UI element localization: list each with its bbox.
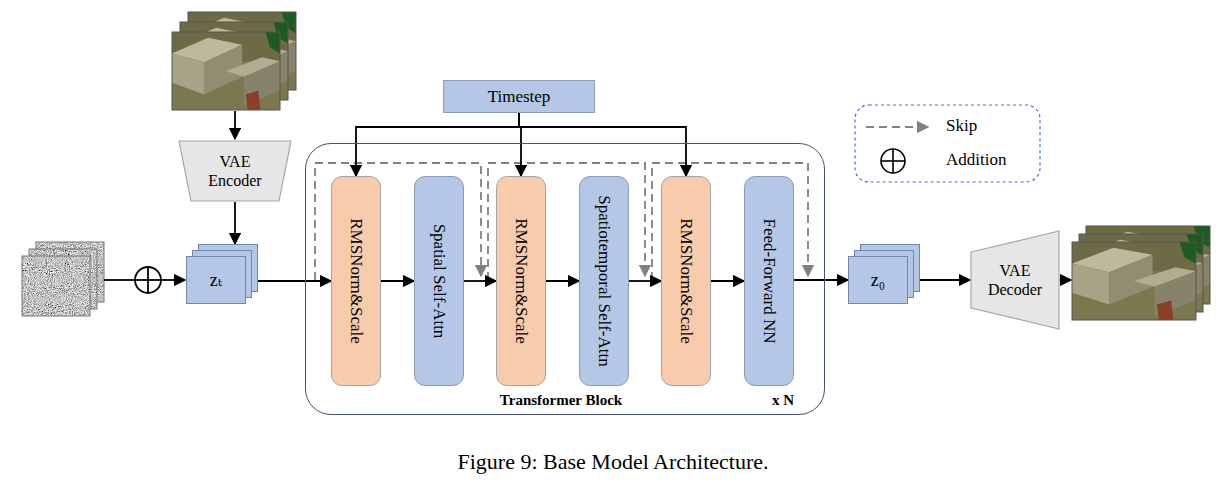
legend-addition-sample <box>881 149 905 173</box>
input-frames <box>172 12 296 110</box>
connector <box>546 280 579 282</box>
decoder-to-frames <box>1060 279 1071 281</box>
attention-box: Spatial Self-Attn <box>414 176 464 386</box>
trapezoid-shape <box>179 141 291 201</box>
norm-box: RMSNorm&Scale <box>331 176 381 386</box>
connector <box>381 280 414 282</box>
legend-text: Addition <box>946 150 1006 170</box>
connector <box>356 113 519 176</box>
frames-to-encoder <box>234 111 236 139</box>
connector <box>464 280 496 282</box>
node-label: Feed-Forward NN <box>759 218 779 343</box>
latent-stack: zₜ <box>186 244 258 304</box>
norm-box: RMSNorm&Scale <box>661 176 711 386</box>
node-label: Timestep <box>488 87 551 107</box>
vae-encoder: VAE Encoder <box>178 140 292 202</box>
legend-skip-sample <box>866 126 928 128</box>
trapezoid-outline <box>178 140 292 202</box>
noise-frames <box>22 242 104 316</box>
skip-connections <box>315 163 808 280</box>
figure-caption: Figure 9: Base Model Architecture. <box>0 449 1226 475</box>
node-label: RMSNorm&Scale <box>676 218 696 344</box>
node-label: Spatial Self-Attn <box>429 224 449 339</box>
output-frames <box>1072 226 1210 320</box>
connector <box>711 280 744 282</box>
vae-decoder: VAE Decoder <box>970 230 1060 330</box>
addition-to-latent <box>161 279 185 281</box>
noise-line <box>104 279 135 281</box>
node-label: z₀ <box>871 270 885 291</box>
trapezoid-outline <box>970 230 1060 330</box>
block-label: x N <box>772 392 794 409</box>
node-label: Spatiotemporal Self-Attn <box>594 195 614 366</box>
attention-box: Spatiotemporal Self-Attn <box>579 176 629 386</box>
legend-text: Skip <box>946 116 977 136</box>
connector <box>519 113 686 176</box>
feedforward-box: Feed-Forward NN <box>744 176 794 386</box>
addition-symbol <box>135 267 161 293</box>
connector <box>629 280 661 282</box>
connector <box>234 202 236 244</box>
node-label: VAE Encoder <box>199 152 271 190</box>
node-label: VAE Decoder <box>980 261 1050 299</box>
connector <box>258 280 331 282</box>
latent-frame <box>187 257 246 304</box>
latent-frame <box>849 257 908 304</box>
node-label: RMSNorm&Scale <box>511 218 531 344</box>
transformer-block: Transformer Blockx N RMSNorm&Scale Spatial… <box>305 143 825 415</box>
latent-face: z₀ <box>848 256 908 304</box>
block-label: Transformer Block <box>306 392 816 409</box>
connector <box>920 279 970 281</box>
node-label: zₜ <box>210 269 222 291</box>
latent-face: zₜ <box>186 256 246 304</box>
trapezoid-shape <box>971 231 1059 329</box>
norm-box: RMSNorm&Scale <box>496 176 546 386</box>
latent-stack: z₀ <box>848 244 920 304</box>
timestep-box: Timestep <box>443 80 595 113</box>
connector <box>794 279 848 281</box>
node-label: RMSNorm&Scale <box>346 218 366 344</box>
legend-frame <box>855 105 1040 182</box>
